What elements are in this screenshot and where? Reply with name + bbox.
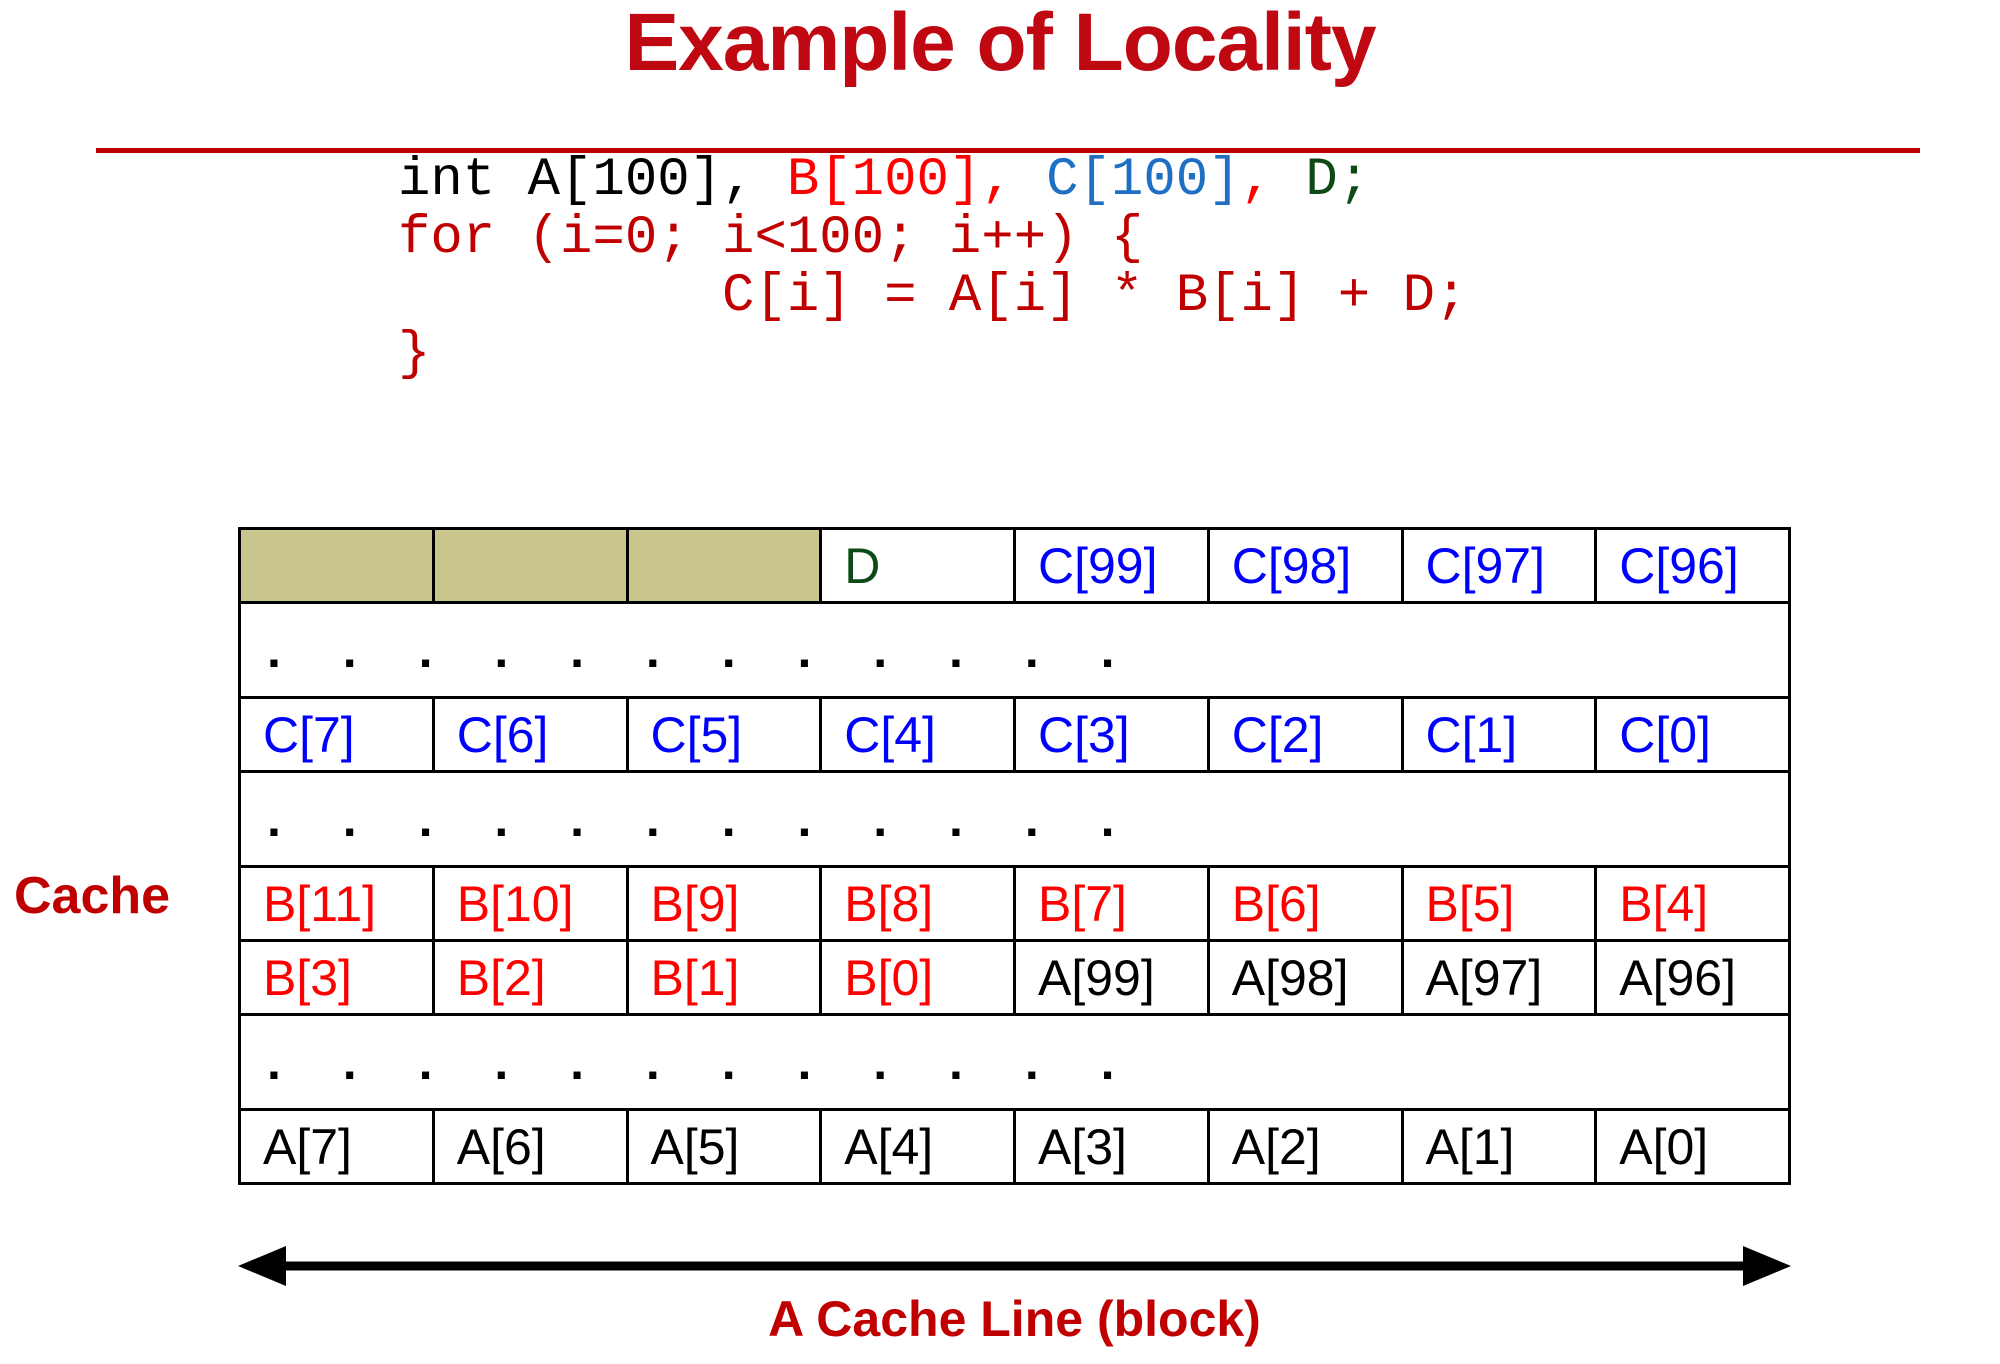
- cache-row: A[7]A[6]A[5]A[4]A[3]A[2]A[1]A[0]: [238, 1108, 1791, 1185]
- cache-cell: C[6]: [431, 696, 629, 773]
- cache-cell: A[96]: [1594, 939, 1791, 1016]
- cache-ellipsis-row: . . . . . . . . . . . .: [238, 601, 1791, 699]
- cache-cell: [238, 527, 435, 604]
- cache-cell: A[1]: [1400, 1108, 1598, 1185]
- cache-cell: C[5]: [625, 696, 823, 773]
- cache-row: B[3]B[2]B[1]B[0]A[99]A[98]A[97]A[96]: [238, 939, 1791, 1016]
- cache-cell: C[0]: [1594, 696, 1791, 773]
- cache-cell: A[0]: [1594, 1108, 1791, 1185]
- cache-label: Cache: [14, 867, 171, 925]
- code-token: B[100]: [786, 150, 982, 211]
- cache-cell: B[6]: [1206, 865, 1404, 942]
- code-line: C[i] = A[i] * B[i] + D;: [398, 268, 1467, 326]
- cache-cell: B[1]: [625, 939, 823, 1016]
- ellipsis-cell: . . . . . . . . . . . .: [238, 601, 1791, 699]
- double-arrow-icon: [238, 1246, 1791, 1286]
- cache-cell: C[97]: [1400, 527, 1598, 604]
- cache-cell: A[97]: [1400, 939, 1598, 1016]
- cache-row: B[11]B[10]B[9]B[8]B[7]B[6]B[5]B[4]: [238, 865, 1791, 942]
- code-line: for (i=0; i<100; i++) {: [398, 210, 1467, 268]
- code-token: int A[100],: [398, 150, 787, 211]
- cache-cell: D: [819, 527, 1016, 604]
- code-token: C[100]: [1046, 150, 1241, 211]
- cache-cell: [431, 527, 629, 604]
- cache-cell: C[1]: [1400, 696, 1598, 773]
- code-snippet: int A[100], B[100], C[100], D;for (i=0; …: [398, 152, 1467, 384]
- cache-cell: A[99]: [1013, 939, 1210, 1016]
- cache-cell: A[98]: [1206, 939, 1404, 1016]
- cache-cell: B[7]: [1013, 865, 1210, 942]
- cache-cell: B[3]: [238, 939, 435, 1016]
- cache-cell: A[4]: [819, 1108, 1016, 1185]
- code-token: for (i=0; i<100; i++) {: [398, 208, 1144, 269]
- code-token: }: [398, 324, 431, 385]
- cache-cell: B[11]: [238, 865, 435, 942]
- cache-cell: A[3]: [1013, 1108, 1210, 1185]
- cache-cell: C[98]: [1206, 527, 1404, 604]
- cache-cell: C[96]: [1594, 527, 1791, 604]
- cache-line-caption: A Cache Line (block): [768, 1291, 1261, 1347]
- cache-cell: A[5]: [625, 1108, 823, 1185]
- cache-cell: C[99]: [1013, 527, 1210, 604]
- cache-line-arrow: [238, 1246, 1791, 1286]
- cache-cell: B[0]: [819, 939, 1016, 1016]
- ellipsis-cell: . . . . . . . . . . . .: [238, 770, 1791, 868]
- cache-cell: A[7]: [238, 1108, 435, 1185]
- code-token: C[i] = A[i] * B[i] + D;: [398, 266, 1468, 327]
- cache-cell: C[2]: [1206, 696, 1404, 773]
- code-token: ,: [981, 150, 1047, 211]
- cache-cell: B[5]: [1400, 865, 1598, 942]
- cache-cell: C[4]: [819, 696, 1016, 773]
- cache-cell: B[9]: [625, 865, 823, 942]
- cache-cell: A[2]: [1206, 1108, 1404, 1185]
- cache-row: C[7]C[6]C[5]C[4]C[3]C[2]C[1]C[0]: [238, 696, 1791, 773]
- ellipsis-cell: . . . . . . . . . . . .: [238, 1013, 1791, 1111]
- cache-cell: B[10]: [431, 865, 629, 942]
- cache-cell: C[7]: [238, 696, 435, 773]
- cache-cell: A[6]: [431, 1108, 629, 1185]
- cache-cell: B[4]: [1594, 865, 1791, 942]
- code-line: int A[100], B[100], C[100], D;: [398, 152, 1467, 210]
- cache-cell: [625, 527, 823, 604]
- cache-cell: B[8]: [819, 865, 1016, 942]
- page-title: Example of Locality: [624, 0, 1376, 88]
- cache-cell: C[3]: [1013, 696, 1210, 773]
- cache-ellipsis-row: . . . . . . . . . . . .: [238, 1013, 1791, 1111]
- code-line: }: [398, 326, 1467, 384]
- cache-cell: B[2]: [431, 939, 629, 1016]
- code-token: D;: [1305, 150, 1371, 211]
- title-divider: [96, 148, 1920, 153]
- cache-ellipsis-row: . . . . . . . . . . . .: [238, 770, 1791, 868]
- code-token: ,: [1240, 150, 1306, 211]
